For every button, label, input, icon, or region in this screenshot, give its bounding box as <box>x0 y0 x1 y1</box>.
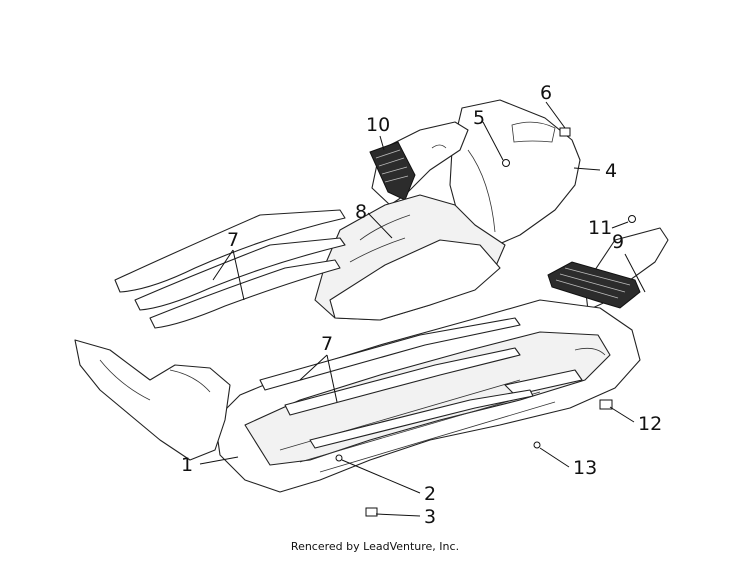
callout-8: 8 <box>355 201 367 223</box>
callout-1: 1 <box>181 454 193 476</box>
callout-5: 5 <box>473 107 485 129</box>
callout-7-lower: 7 <box>321 333 333 355</box>
callout-13: 13 <box>573 457 597 479</box>
callout-2: 2 <box>424 483 436 505</box>
left-footrest-pad <box>369 141 416 201</box>
hardware-parts <box>335 127 636 517</box>
callout-10: 10 <box>366 114 390 136</box>
callout-11: 11 <box>588 217 612 239</box>
footboard-inner-tunnel <box>314 194 506 321</box>
callout-4: 4 <box>605 160 617 182</box>
footer-credit: Rencered by LeadVenture, Inc. <box>290 540 460 553</box>
footboard-rails <box>259 317 534 449</box>
callout-numbers: 1 2 3 4 5 6 7 7 8 9 10 11 12 13 <box>181 82 662 528</box>
rear-shield-panel <box>449 99 581 249</box>
front-splash-panel <box>74 339 231 461</box>
right-footrest-pad <box>547 261 641 309</box>
left-floor-rails <box>114 209 346 329</box>
callout-3: 3 <box>424 506 436 528</box>
callout-6: 6 <box>540 82 552 104</box>
callout-9: 9 <box>612 231 624 253</box>
callout-12: 12 <box>638 413 662 435</box>
leader-lines <box>199 101 646 517</box>
callout-7-upper: 7 <box>227 229 239 251</box>
